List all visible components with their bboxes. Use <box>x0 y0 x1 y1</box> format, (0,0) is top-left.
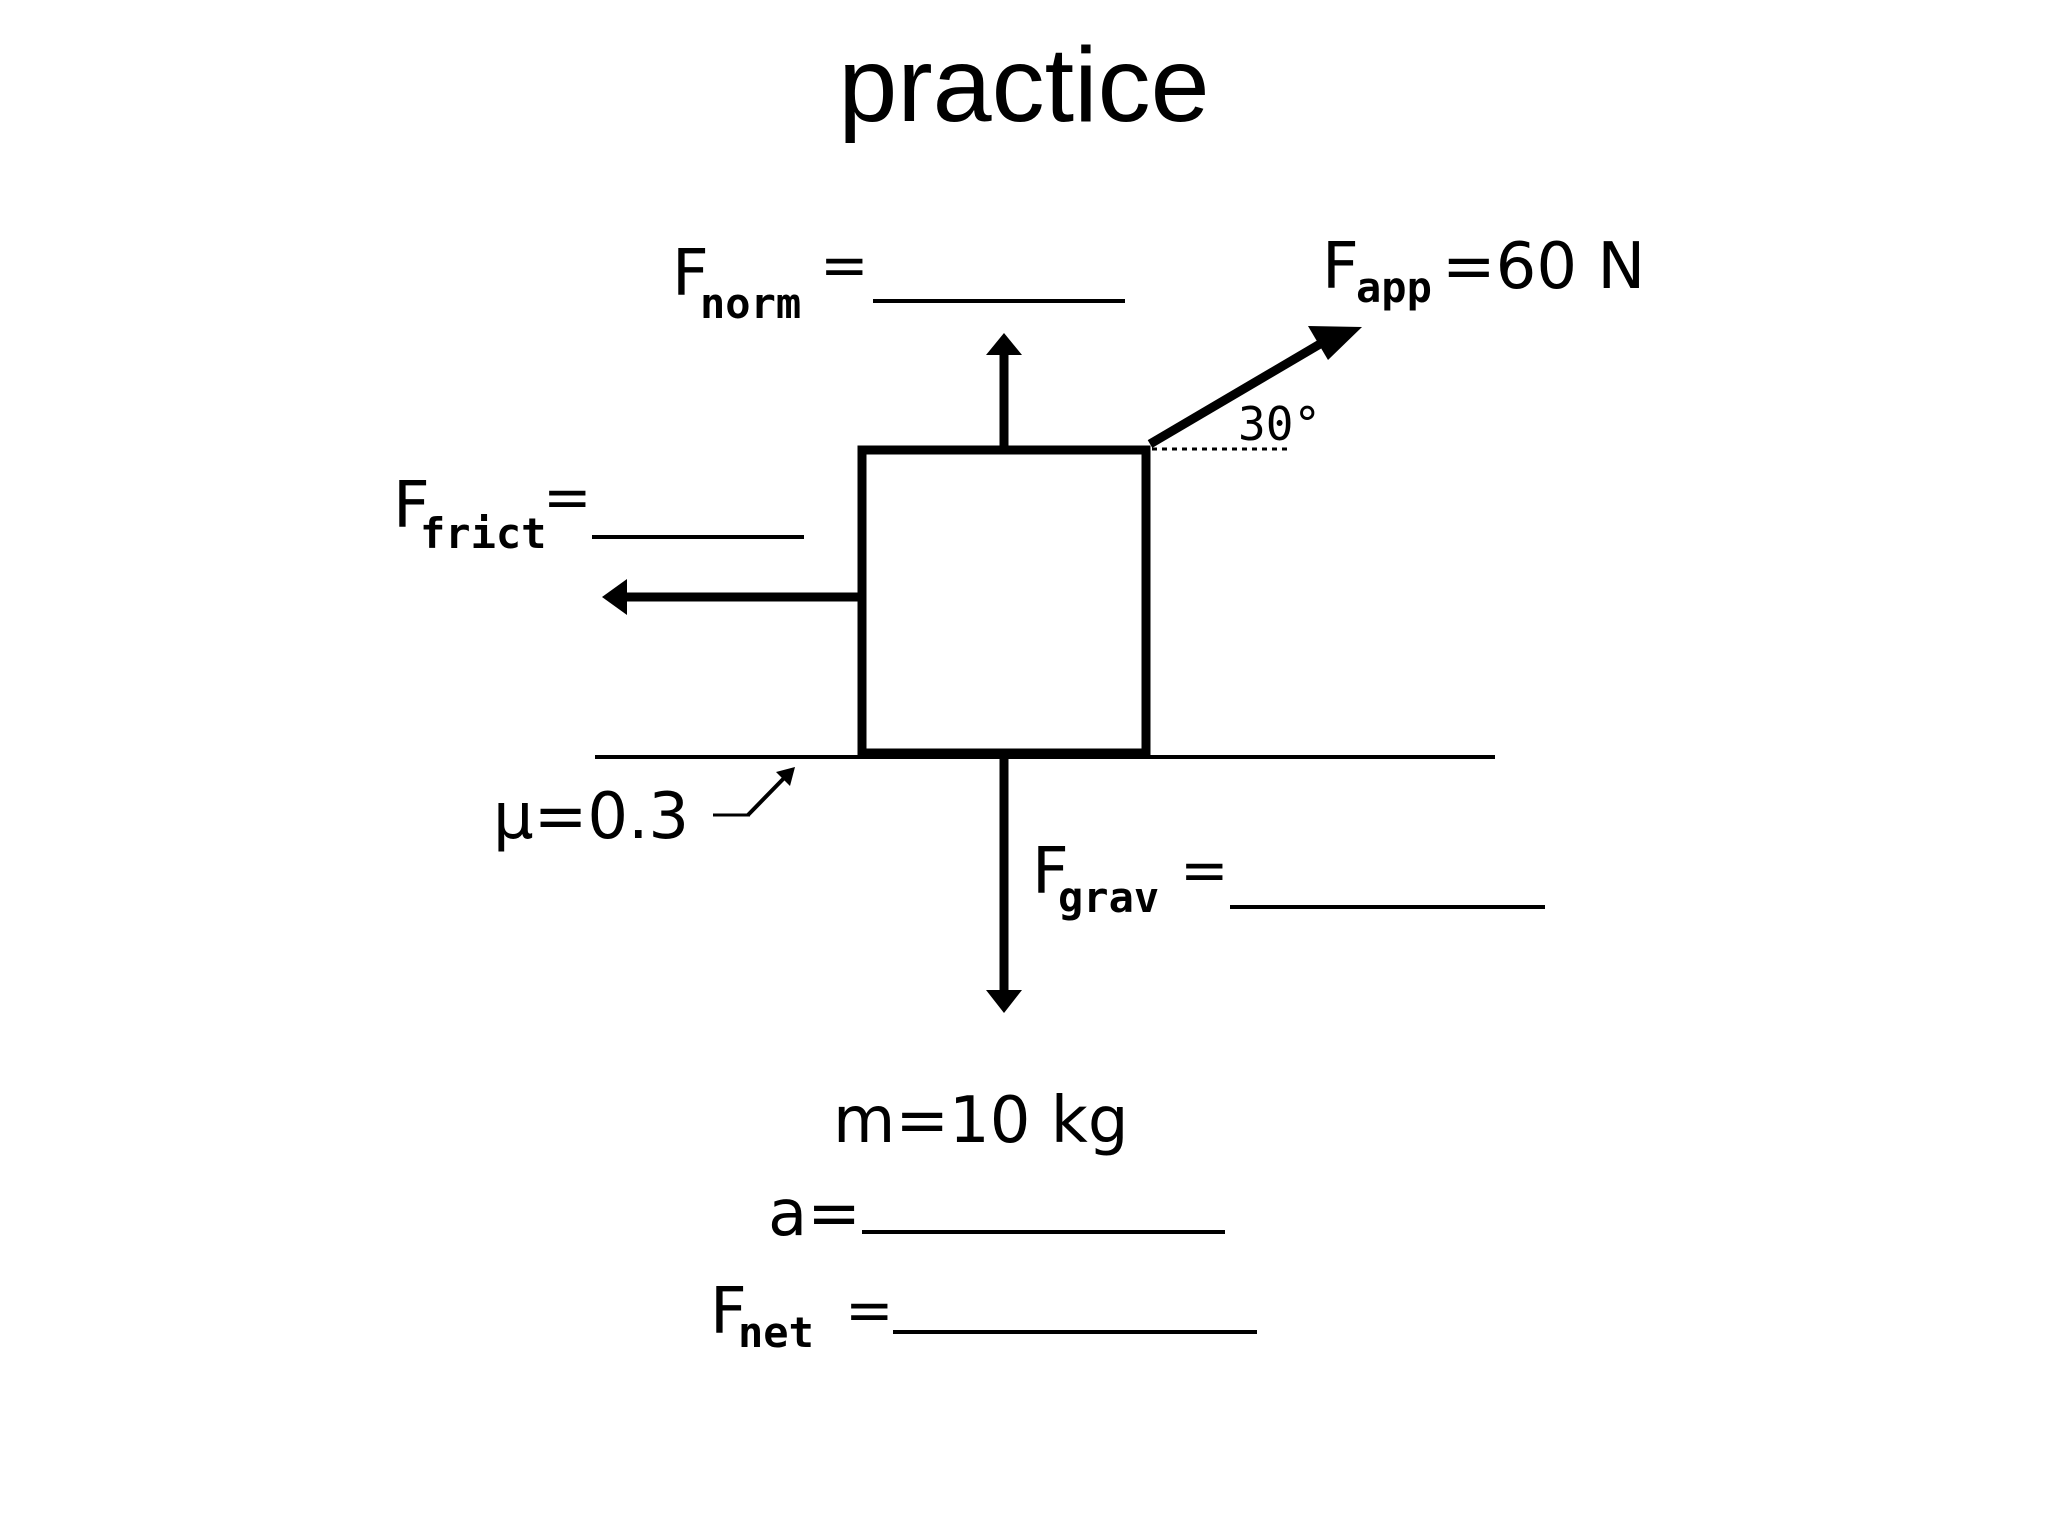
applied-force-label: F app =60 N <box>1322 230 1645 312</box>
friction-force-symbol: F <box>393 469 430 543</box>
gravity-force-label: F grav = <box>1032 835 1545 922</box>
applied-force-value: =60 N <box>1442 230 1645 304</box>
block <box>857 445 1151 758</box>
mass-label: m=10 kg <box>833 1084 1128 1158</box>
normal-force-arrow <box>986 333 1022 446</box>
gravity-force-equals: = <box>1180 836 1229 904</box>
angle-label: 30° <box>1238 397 1321 451</box>
normal-force-label: F norm = <box>672 231 1125 328</box>
net-force-equals: = <box>845 1276 894 1344</box>
gravity-force-subscript: grav <box>1058 873 1159 922</box>
normal-force-symbol: F <box>672 237 709 311</box>
normal-force-equals: = <box>820 231 869 299</box>
gravity-force-symbol: F <box>1032 835 1069 909</box>
normal-force-subscript: norm <box>700 279 801 328</box>
coefficient-text: μ=0.3 <box>493 780 689 854</box>
applied-force-symbol: F <box>1322 230 1359 304</box>
applied-force-arrow <box>1147 326 1362 448</box>
acceleration-label: a= <box>768 1177 1225 1251</box>
coefficient-pointer-shaft <box>746 770 792 817</box>
page-title: practice <box>838 26 1210 144</box>
friction-force-label: F frict = <box>393 463 804 558</box>
friction-force-subscript: frict <box>420 509 546 558</box>
applied-force-subscript: app <box>1356 263 1432 312</box>
coefficient-label: μ=0.3 <box>493 767 795 854</box>
friction-force-equals: = <box>543 463 592 531</box>
net-force-label: F net = <box>710 1275 1257 1357</box>
net-force-symbol: F <box>710 1275 747 1349</box>
acceleration-text: a= <box>768 1177 861 1251</box>
gravity-force-arrow <box>986 757 1022 1013</box>
friction-force-arrow <box>602 579 860 615</box>
coefficient-pointer-head <box>776 767 795 786</box>
net-force-subscript: net <box>738 1308 814 1357</box>
